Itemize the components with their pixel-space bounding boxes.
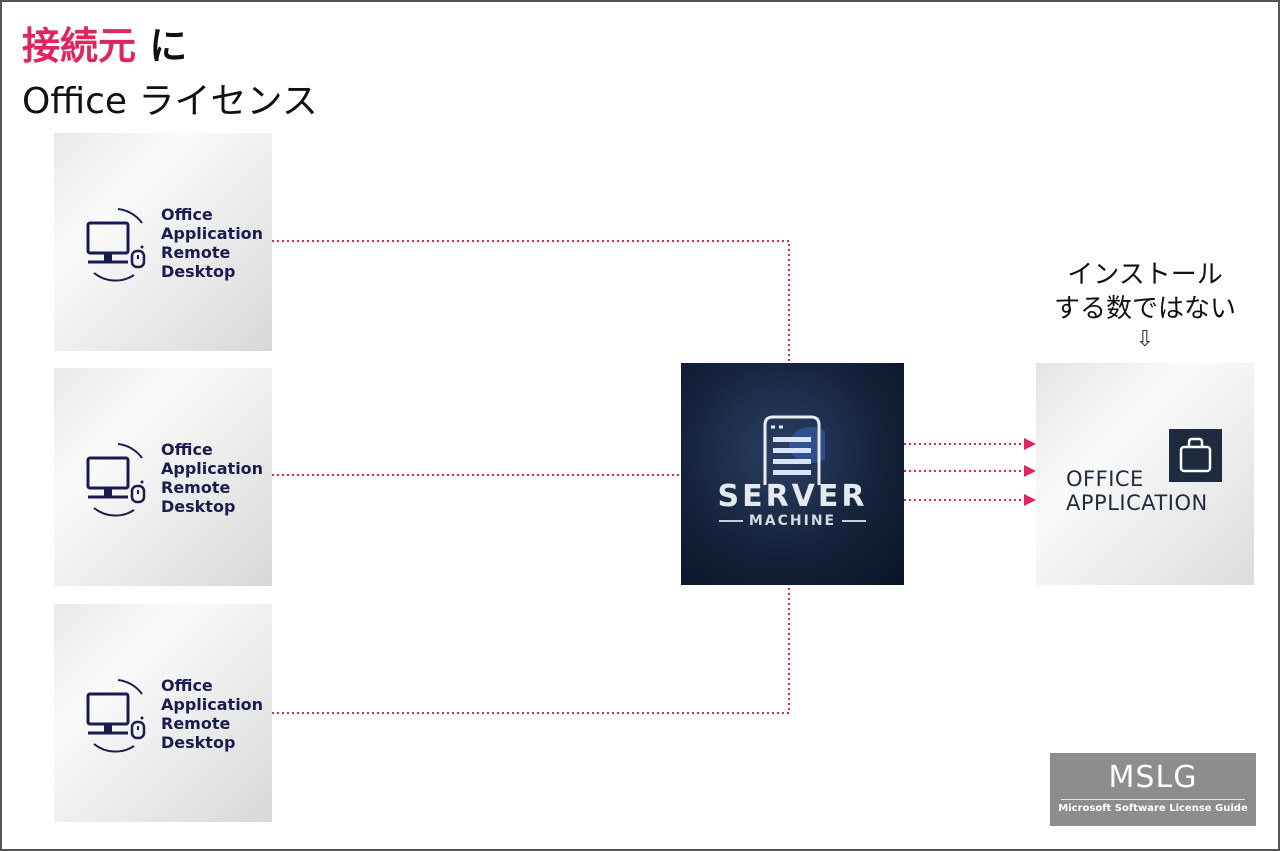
heading-accent: 接続元 [22, 24, 137, 68]
heading-line-1: 接続元 に [22, 18, 318, 74]
client-label-2: Office Application Remote Desktop [161, 440, 264, 516]
heading: 接続元 に Office ライセンス [22, 18, 318, 130]
server-subtitle: MACHINE [748, 513, 837, 529]
office-application-label: OFFICE APPLICATION [1066, 467, 1208, 515]
server-title: SERVER [717, 479, 868, 514]
connector-client-3 [272, 585, 790, 714]
client-label-1: Office Application Remote Desktop [161, 205, 264, 281]
install-count-note: インストール する数ではない ⇩ [1020, 258, 1270, 354]
down-arrow-icon: ⇩ [1135, 327, 1155, 352]
heading-line-2: Office ライセンス [22, 81, 318, 122]
note-line-1: インストール [1067, 260, 1223, 290]
office-application-card: OFFICE APPLICATION [1036, 363, 1254, 585]
heading-particle: に [149, 24, 188, 68]
client-card-2: Office Application Remote Desktop [54, 368, 272, 586]
server-subtitle-row: MACHINE [681, 513, 904, 529]
server-card: SERVER MACHINE [681, 363, 904, 585]
connector-client-1 [272, 240, 790, 363]
brand-title: MSLG [1108, 760, 1198, 795]
subtitle-rule-right [842, 520, 867, 522]
desktop-computer-lock-icon [86, 208, 146, 282]
brand-logo: MSLG Microsoft Software License Guide [1050, 753, 1256, 826]
client-card-1: Office Application Remote Desktop [54, 133, 272, 351]
subtitle-rule-left [718, 520, 743, 522]
note-line-2: する数ではない [1053, 294, 1236, 324]
client-card-3: Office Application Remote Desktop [54, 604, 272, 822]
client-label-3: Office Application Remote Desktop [161, 676, 264, 752]
brand-divider [1061, 799, 1245, 800]
server-rack-icon [763, 415, 825, 485]
brand-subtitle: Microsoft Software License Guide [1058, 803, 1248, 814]
desktop-computer-lock-icon [86, 443, 146, 517]
desktop-computer-lock-icon [86, 679, 146, 753]
briefcase-icon [1169, 429, 1222, 482]
